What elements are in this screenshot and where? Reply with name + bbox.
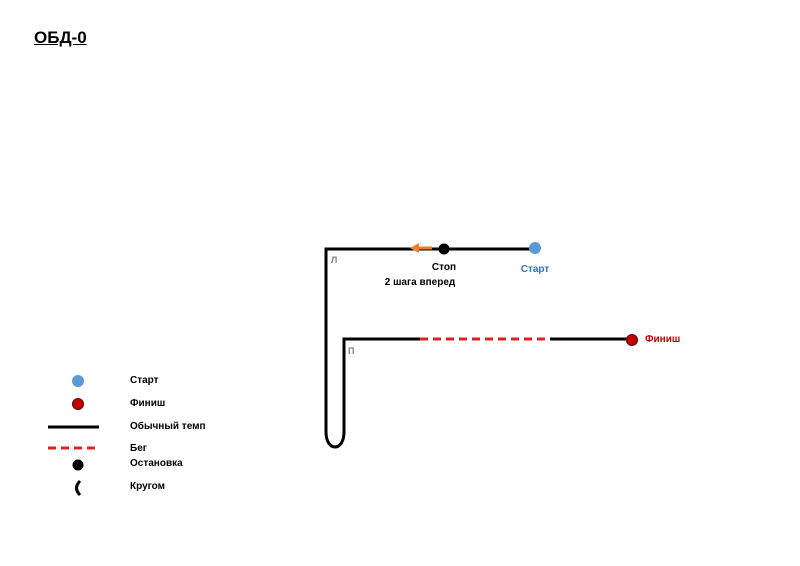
stop-label: Стоп — [432, 262, 456, 273]
legend-run-label: Бег — [130, 443, 147, 454]
legend-finish-icon — [72, 398, 84, 410]
legend-turn-around-icon — [75, 479, 82, 497]
page-title: ОБД-0 — [34, 28, 87, 47]
stop-point — [438, 243, 450, 255]
left-turn-mark: Л — [331, 255, 337, 265]
stop-note: 2 шага вперед — [385, 277, 456, 288]
legend-start-icon — [72, 375, 84, 387]
legend-stop-label: Остановка — [130, 458, 183, 469]
route-path-lower — [342, 337, 420, 432]
legend-normal-pace-label: Обычный темп — [130, 420, 206, 432]
route-path-upper — [324, 247, 535, 432]
finish-point — [626, 334, 638, 346]
legend-finish-label: Финиш — [130, 398, 165, 409]
direction-arrow-icon — [410, 243, 432, 253]
legend-turn-around-label: Кругом — [130, 481, 165, 492]
start-point — [529, 242, 541, 254]
finish-label: Финиш — [645, 334, 680, 345]
right-turn-mark: П — [348, 346, 354, 356]
legend-start-label: Старт — [130, 375, 159, 386]
legend-stop-icon — [72, 459, 84, 471]
legend: Старт Финиш Обычный темп Бег Остановка К… — [48, 375, 206, 497]
start-label: Старт — [521, 264, 550, 275]
route-turn-around — [324, 431, 346, 449]
